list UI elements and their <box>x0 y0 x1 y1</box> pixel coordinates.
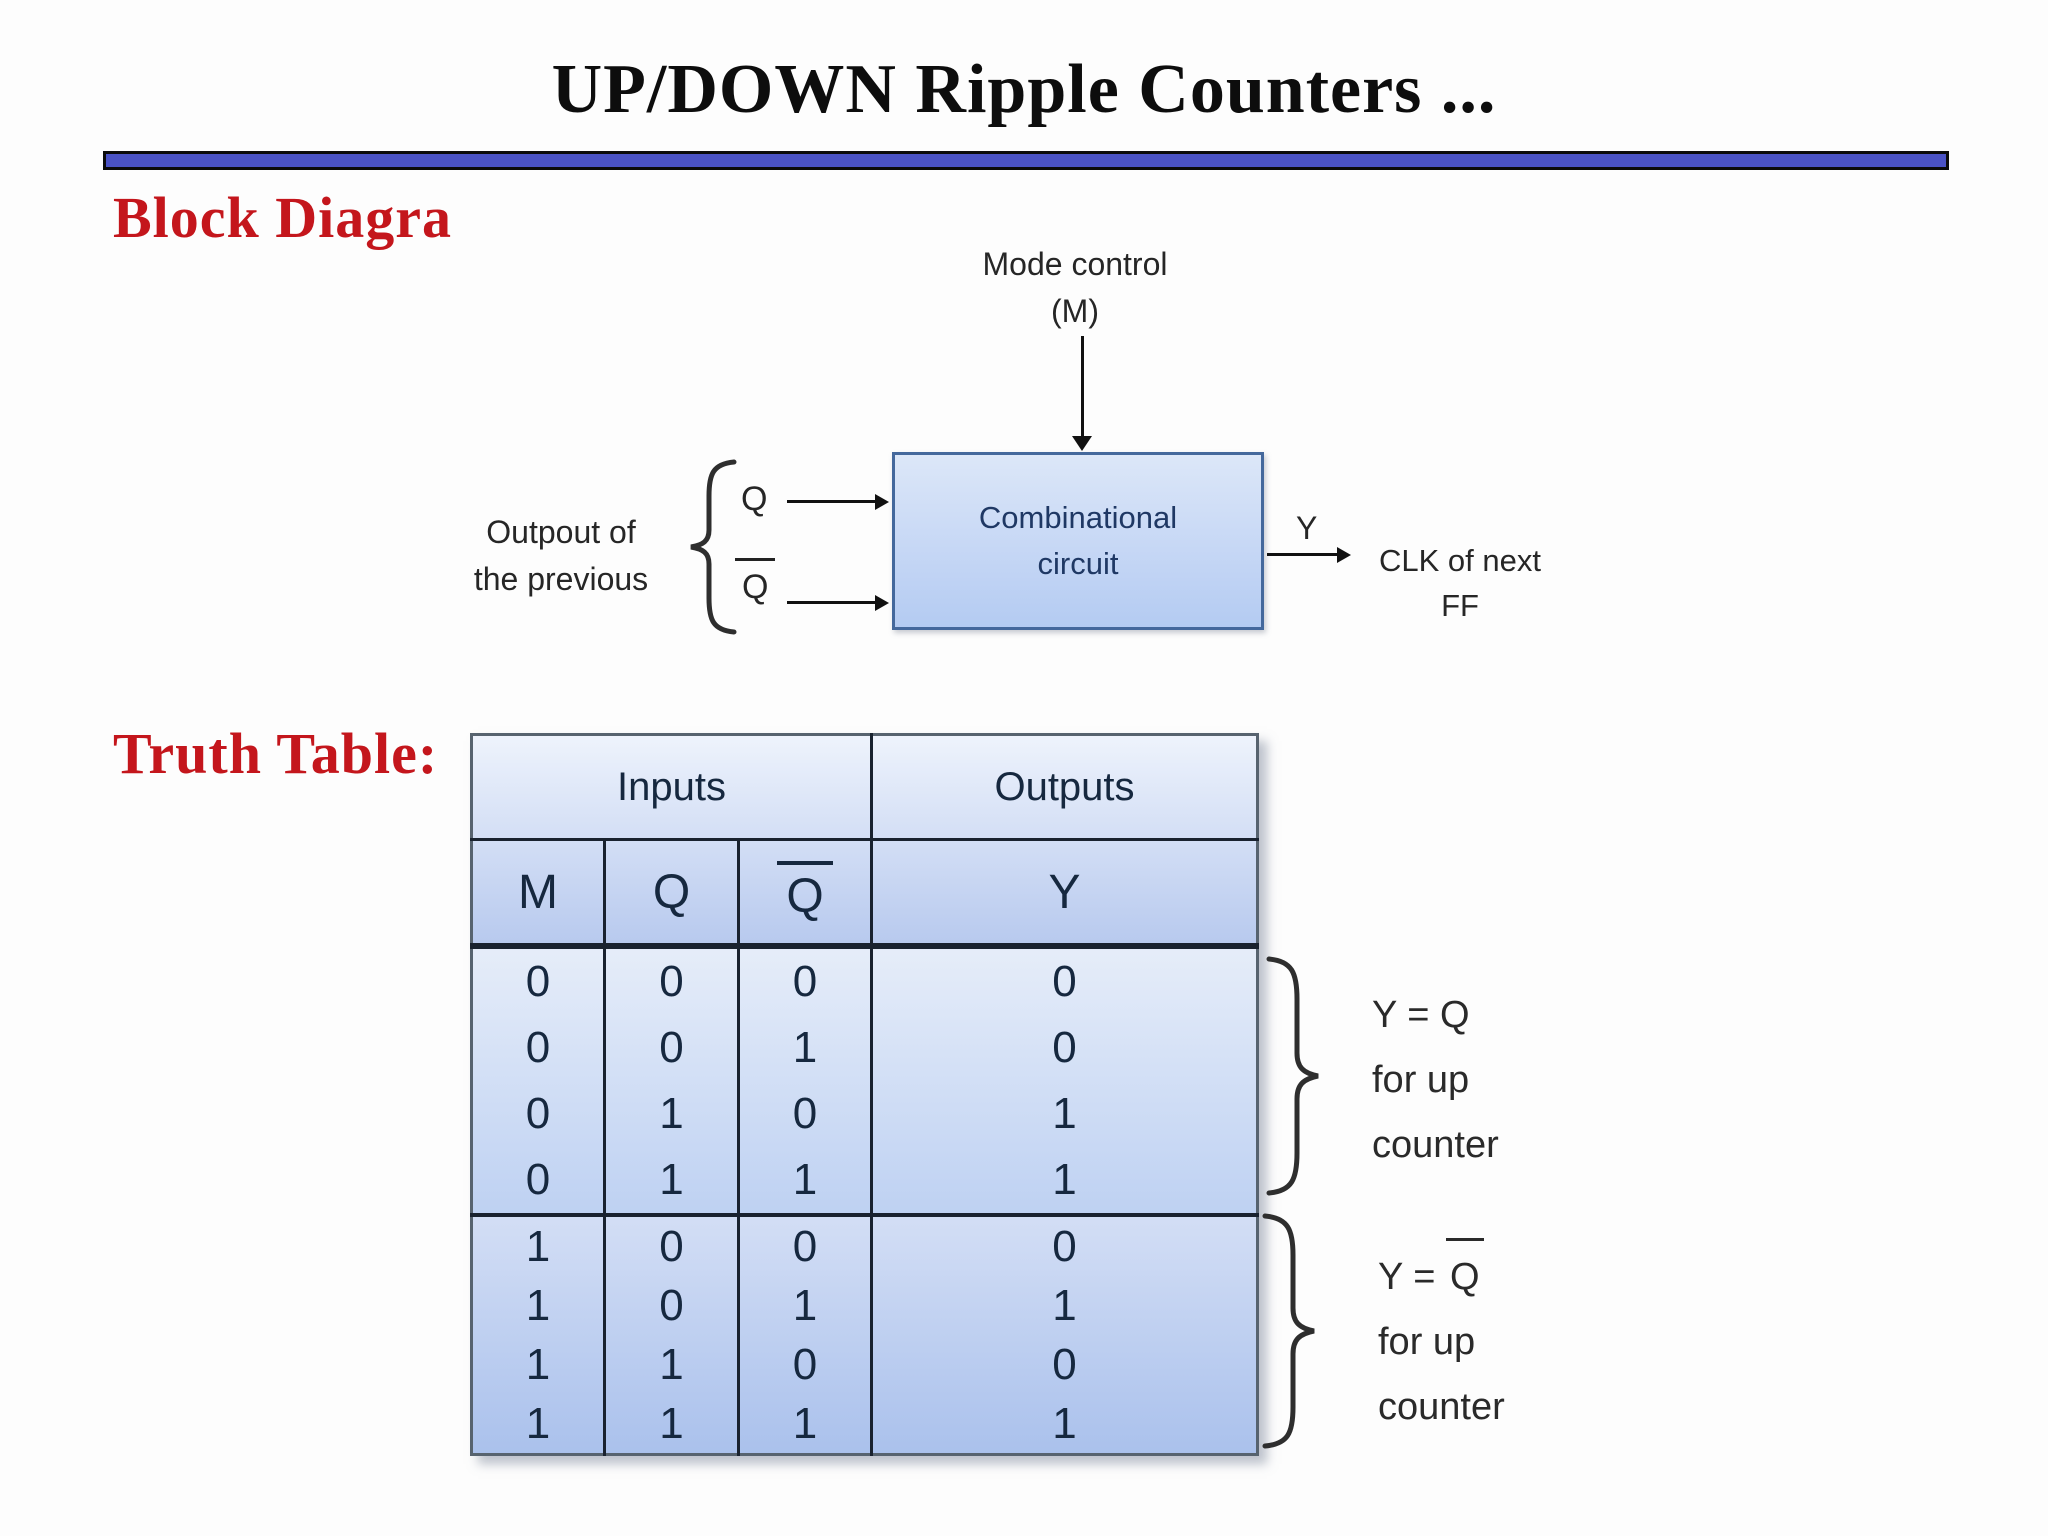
table-row: 0 0 0 0 <box>471 946 1258 1015</box>
down-annot-line3: counter <box>1378 1386 1505 1428</box>
cell-y: 1 <box>1052 1398 1077 1448</box>
cell-q: 0 <box>604 1015 740 1081</box>
cell-y: 0 <box>1052 1221 1077 1271</box>
input-qbar-label: Q <box>735 558 776 607</box>
cell-qbar: 1 <box>738 1276 873 1335</box>
truth-table: Inputs Outputs M Q Q Y 0 0 0 0 0 0 1 0 <box>470 733 1259 1456</box>
output-arrow-line <box>1267 553 1339 556</box>
cell-y: 1 <box>871 1147 1258 1217</box>
inputs-group-header: Inputs <box>471 734 873 841</box>
qbar-arrow-line <box>787 601 877 604</box>
down-counter-annotation: Y = Q for up counter <box>1378 1238 1505 1440</box>
arrow-down-icon <box>1072 436 1092 451</box>
col-header-y: Y <box>871 839 1258 949</box>
up-annot-line1: Y = Q <box>1372 994 1470 1036</box>
cell-m: 1 <box>471 1335 606 1394</box>
down-annot-line1: Y = Q <box>1378 1238 1505 1310</box>
cell-m: 1 <box>471 1394 606 1455</box>
cell-m: 0 <box>471 1081 606 1147</box>
mode-control-arrow-line <box>1081 336 1084 438</box>
cell-qbar: 1 <box>738 1147 873 1217</box>
truth-table-heading: Truth Table: <box>113 721 439 786</box>
cell-y: 1 <box>1052 1280 1077 1330</box>
arrow-right-icon <box>875 595 889 611</box>
cell-m: 1 <box>471 1215 606 1276</box>
cell-q: 0 <box>604 1215 740 1276</box>
cell-m: 0 <box>471 1015 606 1081</box>
cell-q: 1 <box>604 1081 740 1147</box>
cell-m: 0 <box>471 1147 606 1217</box>
clk-next-ff-label: CLK of next FF <box>1352 538 1568 628</box>
outputs-group-header: Outputs <box>871 734 1258 841</box>
cell-q: 1 <box>604 1335 740 1394</box>
cell-qbar: 0 <box>738 946 873 1015</box>
clk-next-ff-line1: CLK of next <box>1379 543 1541 578</box>
down-counter-rows: 1 0 0 0 1 0 1 1 1 1 0 0 1 1 1 1 <box>471 1215 1258 1455</box>
table-row: 0 1 1 1 <box>471 1147 1258 1217</box>
previous-ff-output-line2: the previous <box>473 561 649 597</box>
previous-ff-output-line1: Outpout of <box>486 514 636 550</box>
up-annot-line3: counter <box>1372 1124 1499 1166</box>
cell-q: 1 <box>604 1394 740 1455</box>
column-header-row: M Q Q Y <box>471 839 1258 949</box>
up-annot-line2: for up <box>1372 1059 1470 1101</box>
col-header-q: Q <box>604 839 740 949</box>
output-y-label: Y <box>1296 510 1318 546</box>
table-row: 1 1 0 0 <box>471 1335 1258 1394</box>
down-annot-line2: for up <box>1378 1321 1476 1363</box>
input-q-label: Q <box>741 480 768 518</box>
mode-control-label: Mode control (M) <box>950 241 1200 335</box>
page-title: UP/DOWN Ripple Counters ... <box>551 51 1497 128</box>
combinational-circuit-line1: Combinational <box>978 500 1178 535</box>
table-row: 1 0 1 1 <box>471 1276 1258 1335</box>
right-curly-brace-icon <box>1262 1213 1315 1449</box>
cell-qbar: 0 <box>738 1335 873 1394</box>
combinational-circuit-box: Combinational circuit <box>892 452 1264 630</box>
cell-m: 0 <box>471 946 606 1015</box>
cell-q: 0 <box>604 946 740 1015</box>
previous-ff-output-label: Outpout of the previous <box>452 509 670 603</box>
mode-control-line2: (M) <box>1051 293 1099 329</box>
up-counter-rows: 0 0 0 0 0 0 1 0 0 1 0 1 0 1 1 1 <box>471 946 1258 1217</box>
cell-qbar: 0 <box>738 1215 873 1276</box>
up-counter-annotation: Y = Q for up counter <box>1372 983 1499 1178</box>
title-divider-bar <box>103 151 1949 170</box>
table-row: 1 1 1 1 <box>471 1394 1258 1455</box>
table-row: 0 1 0 1 <box>471 1081 1258 1147</box>
cell-m: 1 <box>471 1276 606 1335</box>
cell-y: 0 <box>1052 1339 1077 1389</box>
cell-qbar: 0 <box>738 1081 873 1147</box>
qbar-overbar: Q <box>777 860 833 924</box>
cell-q: 1 <box>604 1147 740 1217</box>
cell-q: 0 <box>604 1276 740 1335</box>
qbar-overbar: Q <box>1445 1238 1484 1310</box>
cell-y: 0 <box>1052 1023 1077 1072</box>
combinational-circuit-line2: circuit <box>1037 546 1119 581</box>
arrow-right-icon <box>875 494 889 510</box>
col-header-qbar: Q <box>738 839 873 949</box>
cell-y: 1 <box>1052 1089 1077 1138</box>
q-arrow-line <box>787 500 877 503</box>
cell-qbar: 1 <box>738 1394 873 1455</box>
truth-table-header: Inputs Outputs M Q Q Y <box>471 734 1258 949</box>
col-header-m: M <box>471 839 606 949</box>
cell-y: 0 <box>1052 957 1077 1006</box>
arrow-right-icon <box>1337 547 1351 563</box>
table-row: 1 0 0 0 <box>471 1215 1258 1276</box>
right-curly-brace-icon <box>1266 956 1319 1196</box>
mode-control-line1: Mode control <box>982 246 1168 282</box>
down-annot-prefix: Y = <box>1378 1256 1436 1298</box>
table-row: 0 0 1 0 <box>471 1015 1258 1081</box>
qbar-overbar: Q <box>735 558 776 607</box>
block-diagram-heading: Block Diagra <box>113 185 453 250</box>
left-curly-brace-icon <box>690 459 737 635</box>
clk-next-ff-line2: FF <box>1441 588 1479 623</box>
cell-qbar: 1 <box>738 1015 873 1081</box>
group-header-row: Inputs Outputs <box>471 734 1258 841</box>
